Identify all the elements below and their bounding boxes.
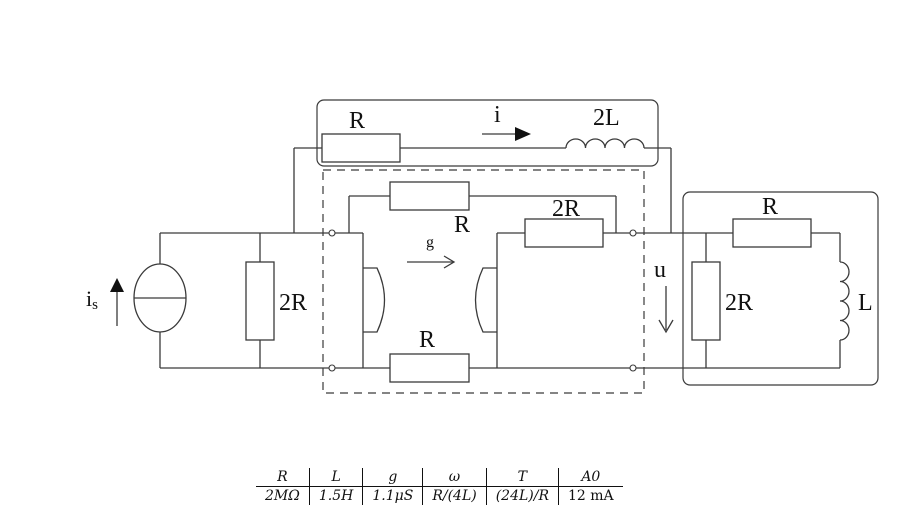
load-enclosure: [682, 191, 879, 386]
param-header-a0: A0: [557, 468, 623, 487]
two-port-enclosure: [322, 169, 645, 394]
gyrator-left-symbol: [363, 267, 386, 333]
source-arrow: [110, 278, 124, 326]
current-arrow: [482, 127, 531, 141]
source-label: is: [86, 286, 98, 313]
param-header-l: L: [308, 468, 363, 487]
parameter-header-row: R L g ω T A0: [256, 468, 623, 487]
label-gain: g: [426, 234, 434, 251]
voltage-arrow: [658, 286, 674, 334]
top-branch-enclosure: [316, 99, 659, 167]
param-header-t: T: [485, 468, 559, 487]
terminals: [328, 229, 637, 372]
resistor-r-bridge: [389, 181, 470, 211]
label-r-top: R: [349, 108, 365, 134]
label-current: i: [494, 102, 501, 128]
resistor-r-bottom: [389, 353, 470, 383]
resistor-2r-right: [691, 261, 721, 341]
resistor-r-top: [321, 133, 401, 163]
inductor-l-right: [839, 261, 850, 341]
label-l-right: L: [858, 290, 873, 316]
resistor-2r-mid: [524, 218, 604, 248]
label-voltage: u: [654, 257, 666, 283]
label-2l-top: 2L: [593, 105, 620, 131]
resistor-r-right-top: [732, 218, 812, 248]
inductor-2l-top: [565, 138, 645, 149]
parameter-value-row: 2MΩ 1.5H 1.1μS R/(4L) (24L)/R 12 mA: [256, 486, 623, 505]
gyrator-right-symbol: [474, 267, 497, 333]
param-value-t: (24L)/R: [485, 486, 559, 505]
param-value-omega: R/(4L): [422, 486, 487, 505]
param-value-g: 1.1μS: [362, 486, 423, 505]
label-2r-right: 2R: [725, 290, 753, 316]
param-value-l: 1.5H: [308, 486, 363, 505]
circuit-diagram: is R i 2L 2R R g 2R R u R 2R L: [86, 99, 879, 394]
gyrator-arrow: [407, 255, 456, 269]
param-header-g: g: [362, 468, 423, 487]
resistor-2r-left: [245, 261, 275, 341]
param-header-r: R: [256, 468, 310, 487]
param-value-r: 2MΩ: [265, 488, 300, 504]
param-value-a0: 12 mA: [557, 486, 623, 505]
parameter-table: R L g ω T A0 2MΩ 1.5H 1.1μS R/(4L) (24L)…: [256, 468, 623, 505]
label-r-bottom: R: [419, 327, 435, 353]
label-2r-mid: 2R: [552, 196, 580, 222]
param-header-omega: ω: [422, 468, 487, 487]
label-r-bridge: R: [454, 212, 470, 238]
label-r-right-top: R: [762, 194, 778, 220]
current-source-symbol: [133, 263, 187, 333]
label-2r-left: 2R: [279, 290, 307, 316]
